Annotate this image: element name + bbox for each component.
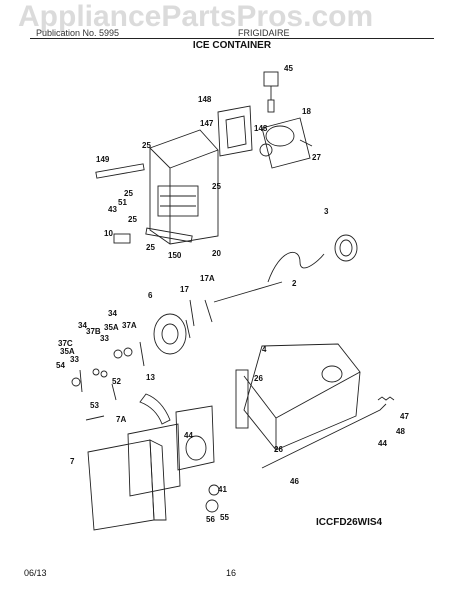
callout-41: 41 xyxy=(218,485,227,494)
publication-number: Publication No. 5995 xyxy=(36,28,120,38)
callout-13: 13 xyxy=(146,373,155,382)
callout-44b: 44 xyxy=(378,439,387,448)
callout-25: 25 xyxy=(142,141,151,150)
callout-7: 7 xyxy=(70,457,75,466)
callout-56: 56 xyxy=(206,515,215,524)
part-47-spring-shape xyxy=(377,396,395,401)
callout-20: 20 xyxy=(212,249,221,258)
header-rule xyxy=(30,38,434,39)
icemaker-housing-shape xyxy=(149,129,219,245)
part-7-front-cover-shape xyxy=(87,439,167,531)
callout-54: 54 xyxy=(56,361,65,370)
callout-46: 46 xyxy=(290,477,299,486)
callout-148: 148 xyxy=(198,95,212,104)
callout-3: 3 xyxy=(324,207,329,216)
part-4-ice-bucket-shape xyxy=(235,343,361,451)
part-41-ring-shape xyxy=(208,484,220,496)
part-18-motor-shape xyxy=(259,117,313,169)
callout-34: 34 xyxy=(108,309,117,318)
small-parts-stack-shape xyxy=(71,341,145,401)
part-3-ring-shape xyxy=(334,234,358,262)
callout-25b: 25 xyxy=(212,182,221,191)
part-150-bar-shape xyxy=(145,227,193,243)
watermark: AppliancePartsPros.com xyxy=(18,0,374,33)
callout-33: 33 xyxy=(100,334,109,343)
callout-18: 18 xyxy=(302,107,311,116)
callout-37c: 37C xyxy=(58,339,73,348)
part-149-strip-shape xyxy=(95,163,145,179)
callout-27: 27 xyxy=(312,153,321,162)
callout-147: 147 xyxy=(200,119,214,128)
callout-55: 55 xyxy=(220,513,229,522)
callout-33b: 33 xyxy=(70,355,79,364)
part-2-spring-shape xyxy=(213,252,325,303)
callout-25c: 25 xyxy=(124,189,133,198)
part-7a-cover-shape xyxy=(127,405,215,497)
part-17-shape xyxy=(189,299,195,327)
callout-26: 26 xyxy=(254,374,263,383)
part-53-pin-shape xyxy=(85,415,105,421)
part-6-wheel-shape xyxy=(153,313,191,355)
callout-17: 17 xyxy=(180,285,189,294)
part-55-ring-shape xyxy=(205,499,219,513)
callout-43: 43 xyxy=(108,205,117,214)
footer-date: 06/13 xyxy=(24,568,47,578)
callout-35a-b: 35A xyxy=(60,347,75,356)
callout-26b: 26 xyxy=(274,445,283,454)
part-13-plate-shape xyxy=(139,393,171,425)
part-148-bracket-shape xyxy=(217,105,253,157)
part-17a-shape xyxy=(204,299,213,323)
callout-149: 149 xyxy=(96,155,110,164)
part-45-shape xyxy=(263,71,279,113)
callout-34b: 34 xyxy=(78,321,87,330)
diagram-id: ICCFD26WIS4 xyxy=(316,517,383,528)
callout-37b: 37B xyxy=(86,327,101,336)
callout-45: 45 xyxy=(284,64,293,73)
callout-2: 2 xyxy=(292,279,297,288)
callout-48: 48 xyxy=(396,427,405,436)
callout-44: 44 xyxy=(184,431,193,440)
callout-52: 52 xyxy=(112,377,121,386)
callout-47: 47 xyxy=(400,412,409,421)
callout-4: 4 xyxy=(262,345,267,354)
brand-name: FRIGIDAIRE xyxy=(238,28,290,38)
callout-53: 53 xyxy=(90,401,99,410)
part-10-block-shape xyxy=(113,233,131,244)
page-number: 16 xyxy=(226,568,237,578)
callout-6: 6 xyxy=(148,291,153,300)
callout-150: 150 xyxy=(168,251,182,260)
callout-25d: 25 xyxy=(128,215,137,224)
callout-7a: 7A xyxy=(116,415,126,424)
callout-25e: 25 xyxy=(146,243,155,252)
callout-51: 51 xyxy=(118,198,127,207)
callout-labels: 45 148 18 147 148 25 27 149 25 25 3 51 4… xyxy=(56,64,409,524)
part-46-rod-shape xyxy=(261,403,387,469)
callout-10: 10 xyxy=(104,229,113,238)
callout-148b: 148 xyxy=(254,124,268,133)
callout-35a: 35A xyxy=(104,323,119,332)
callout-37a: 37A xyxy=(122,321,137,330)
callout-17a: 17A xyxy=(200,274,215,283)
page-title: ICE CONTAINER xyxy=(192,40,272,51)
